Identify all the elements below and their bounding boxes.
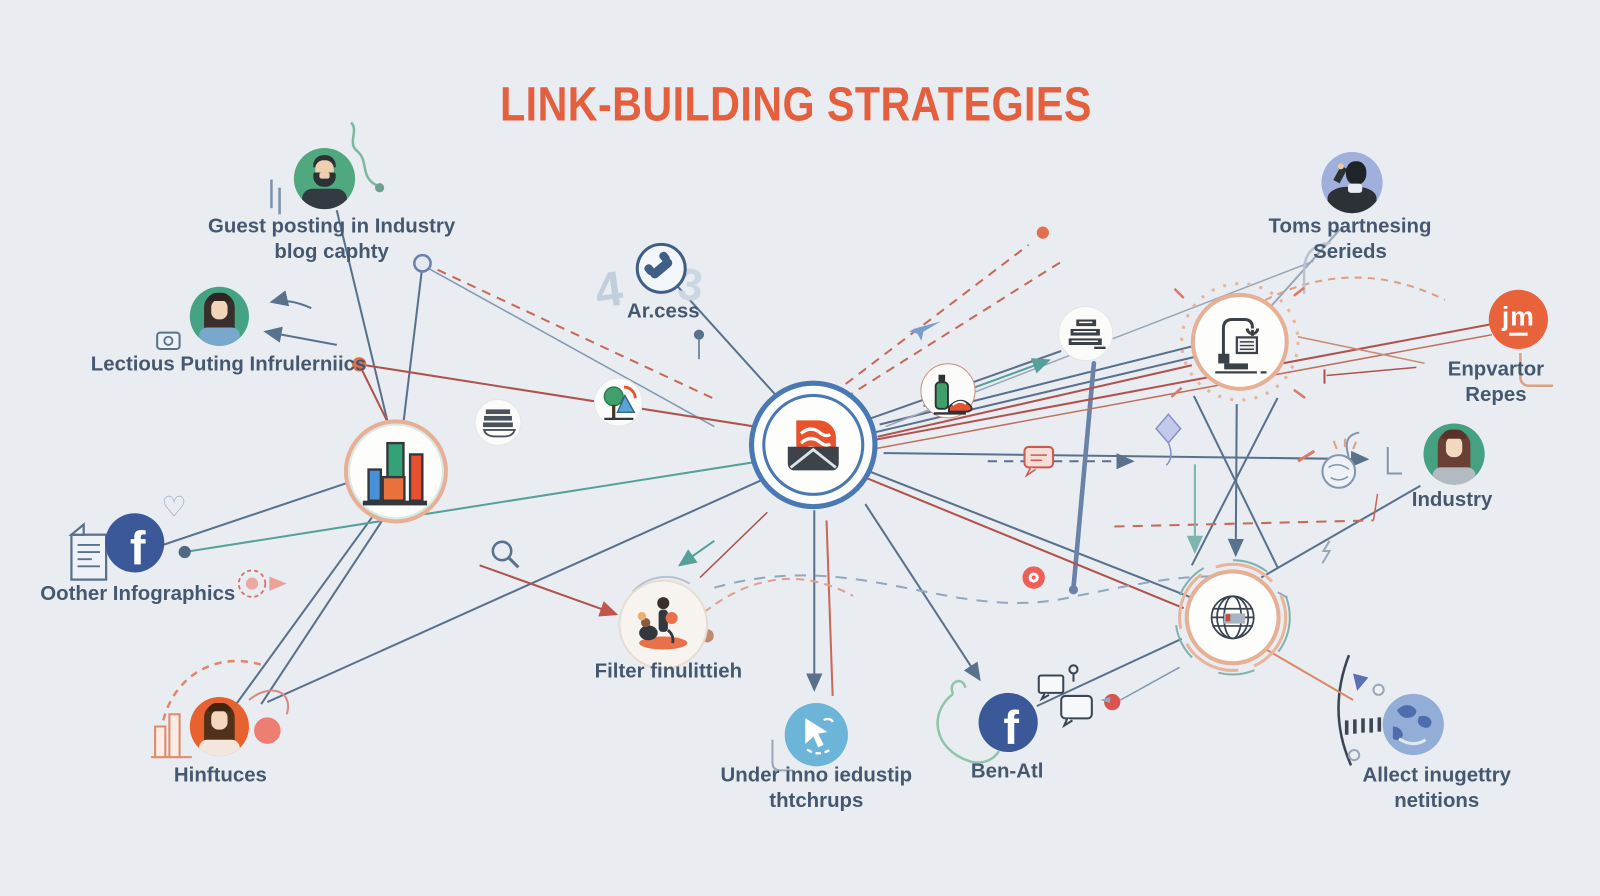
industry-avatar — [1423, 423, 1485, 485]
envelope-icon — [787, 420, 839, 471]
earth-node — [1382, 693, 1444, 756]
toms-avatar — [1321, 152, 1383, 214]
central-hub-node — [748, 380, 878, 510]
label-toms-partnering: Toms partnesing Serieds — [1268, 215, 1432, 264]
avatar-face — [1445, 436, 1463, 458]
wireframe-globe-icon — [1210, 595, 1255, 640]
label-influencers: Lectious Puting Infrulerniics — [90, 353, 367, 376]
cursor-node — [784, 703, 848, 767]
tree-growth-icon — [603, 385, 637, 421]
facebook-node-left: f — [105, 513, 165, 575]
avatar-beard — [313, 172, 336, 187]
team-work-icon — [637, 597, 688, 650]
heart-icon: ♡ — [161, 491, 187, 523]
avatar-torso — [302, 188, 347, 210]
teal-connectors — [178, 358, 1204, 567]
avatar-head — [1345, 161, 1367, 185]
page-title: LINK-BUILDING STRATEGIES — [500, 76, 1092, 131]
bar-chart-icon — [362, 441, 428, 506]
filter-team-node — [618, 579, 709, 670]
label-under-industry: Under inno iedustip thtchrups — [720, 764, 913, 813]
tree-growth-node — [593, 377, 643, 427]
tally-marks-icon — [1344, 717, 1382, 735]
globe-network-node — [1184, 569, 1281, 666]
avatar-face — [211, 300, 228, 320]
phone-icon — [644, 251, 673, 279]
faint-number-4: 4 — [592, 262, 626, 319]
label-envartor-repes: Enpvartor Repes — [1447, 358, 1545, 407]
label-filter: Filter finulittieh — [594, 660, 743, 683]
scatter-decor: ♡ — [68, 226, 1385, 762]
facebook-f-glyph: f — [1003, 701, 1020, 755]
avatar-fringe — [208, 703, 231, 712]
document-icon — [68, 522, 108, 581]
bar-chart-outline-icon — [151, 713, 192, 759]
guest-posting-avatar — [293, 147, 356, 210]
cursor-arrow-icon — [805, 717, 834, 755]
avatar-torso — [198, 739, 240, 757]
sketch-globe-icon — [1321, 438, 1358, 489]
avatar-torso — [198, 327, 240, 346]
avatar-fringe — [1441, 429, 1467, 439]
avatar-mouth-area — [319, 172, 330, 179]
jm-badge-node: jm — [1488, 289, 1548, 349]
document-pile-icon — [1068, 319, 1106, 350]
hinftuces-avatar — [189, 696, 249, 757]
label-infographics: Oother Infographics — [40, 582, 236, 606]
node-ring-decor — [631, 282, 1306, 676]
label-industry: Industry — [1411, 488, 1493, 512]
desk-lamp-icon — [1215, 318, 1267, 374]
avatar-fringe — [208, 292, 231, 302]
label-hinftuces: Hinftuces — [173, 764, 267, 787]
avatar-torso — [1432, 467, 1476, 485]
hub-inner-ring — [762, 393, 865, 496]
product-node — [920, 363, 976, 419]
phone-node — [635, 242, 687, 294]
bottle-shoe-icon — [933, 374, 973, 415]
jm-underline — [1509, 332, 1528, 336]
dashed-decor — [162, 121, 1554, 772]
chat-bubbles-icon — [1037, 664, 1111, 729]
slate-connectors — [144, 209, 1421, 766]
avatar-hand — [1337, 163, 1344, 170]
bar-chart-node — [343, 419, 448, 524]
research-lamp-node — [1190, 292, 1289, 391]
label-ben-atl: Ben-Atl — [970, 760, 1044, 783]
label-access: Ar.cess — [626, 300, 700, 323]
influencer-avatar — [189, 286, 249, 346]
facebook-node-benatl: f — [978, 692, 1038, 755]
facebook-f-glyph: f — [129, 521, 146, 575]
paper-stack-icon — [482, 409, 516, 438]
red-connectors — [248, 244, 1492, 715]
label-guest-posting: Guest posting in Industry blog caphty — [208, 215, 456, 264]
earth-icon — [1392, 705, 1432, 746]
document-pile-node — [1058, 306, 1114, 362]
paper-stack-node — [474, 398, 522, 446]
label-allect-mentions: Allect inugettry netitions — [1362, 764, 1512, 813]
jm-text: jm — [1501, 301, 1535, 332]
avatar-collar — [1347, 183, 1363, 193]
avatar-face — [211, 710, 228, 730]
